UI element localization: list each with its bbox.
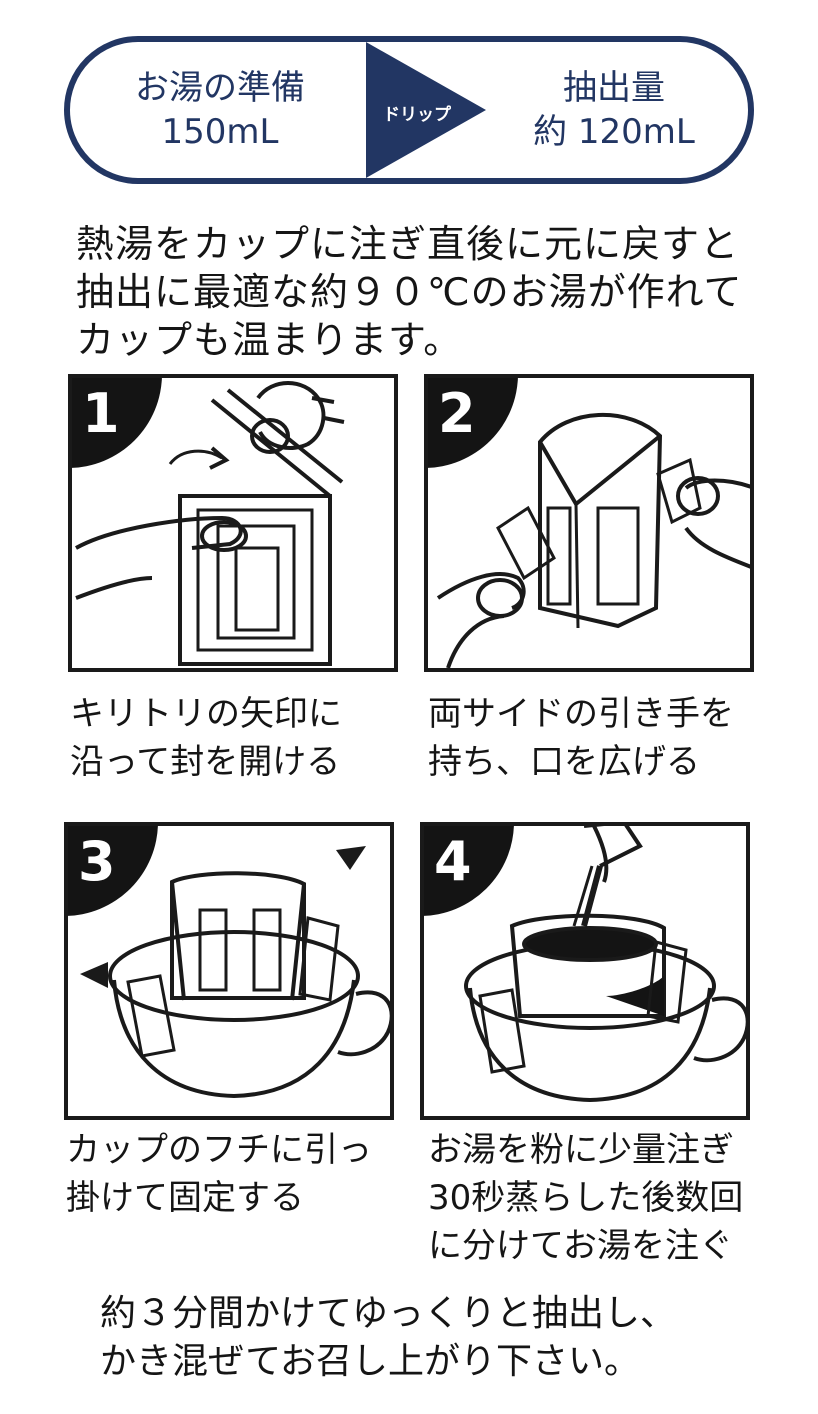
step-2-number: 2 <box>438 382 476 445</box>
footer-line: 約３分間かけてゆっくりと抽出し、 <box>100 1293 677 1334</box>
caption-line: お湯を粉に少量注ぎ <box>428 1130 734 1170</box>
caption-line: 持ち、口を広げる <box>428 742 700 782</box>
water-prep-value: 150mL <box>161 112 279 152</box>
extraction-title: 抽出量 <box>563 68 665 108</box>
step-2-caption: 両サイドの引き手を 持ち、口を広げる <box>428 690 734 786</box>
step-4-badge: 4 <box>424 826 514 916</box>
step-4-caption: お湯を粉に少量注ぎ 30秒蒸らした後数回 に分けてお湯を注ぐ <box>428 1126 743 1270</box>
step-1-badge: 1 <box>72 378 162 468</box>
step-3-illustration: 3 <box>64 822 394 1120</box>
footer-line: かき混ぜてお召し上がり下さい。 <box>100 1341 641 1382</box>
extraction-panel: 抽出量 約 120mL <box>480 42 748 178</box>
step-3-number: 3 <box>78 830 116 893</box>
step-4-number: 4 <box>434 830 472 893</box>
step-1-number: 1 <box>82 382 120 445</box>
caption-line: 掛けて固定する <box>66 1178 304 1218</box>
step-3-caption: カップのフチに引っ 掛けて固定する <box>66 1126 372 1222</box>
step-4-illustration: 4 <box>420 822 750 1120</box>
closing-instructions: 約３分間かけてゆっくりと抽出し、 かき混ぜてお召し上がり下さい。 <box>100 1290 780 1386</box>
step-2-badge: 2 <box>428 378 518 468</box>
step-3-badge: 3 <box>68 826 158 916</box>
intro-line: カップも温まります。 <box>76 318 463 362</box>
intro-text: 熱湯をカップに注ぎ直後に元に戻すと 抽出に最適な約９０℃のお湯が作れて カップも… <box>76 220 776 364</box>
step-1-illustration: 1 <box>68 374 398 672</box>
step-1-caption: キリトリの矢印に 沿って封を開ける <box>70 690 342 786</box>
water-prep-title: お湯の準備 <box>135 68 305 108</box>
intro-line: 抽出に最適な約９０℃のお湯が作れて <box>76 270 743 314</box>
drip-arrow: ドリップ <box>366 42 486 178</box>
extraction-value: 約 120mL <box>533 112 695 152</box>
caption-line: カップのフチに引っ <box>66 1130 372 1170</box>
intro-line: 熱湯をカップに注ぎ直後に元に戻すと <box>76 222 740 266</box>
drip-label: ドリップ <box>383 105 451 125</box>
caption-line: 沿って封を開ける <box>70 742 341 782</box>
process-banner: お湯の準備 150mL ドリップ 抽出量 約 120mL <box>64 36 754 184</box>
caption-line: 両サイドの引き手を <box>428 694 734 734</box>
caption-line: に分けてお湯を注ぐ <box>428 1226 733 1266</box>
water-prep-panel: お湯の準備 150mL <box>70 42 370 178</box>
caption-line: 30秒蒸らした後数回 <box>428 1178 744 1218</box>
step-2-illustration: 2 <box>424 374 754 672</box>
caption-line: キリトリの矢印に <box>70 694 342 734</box>
